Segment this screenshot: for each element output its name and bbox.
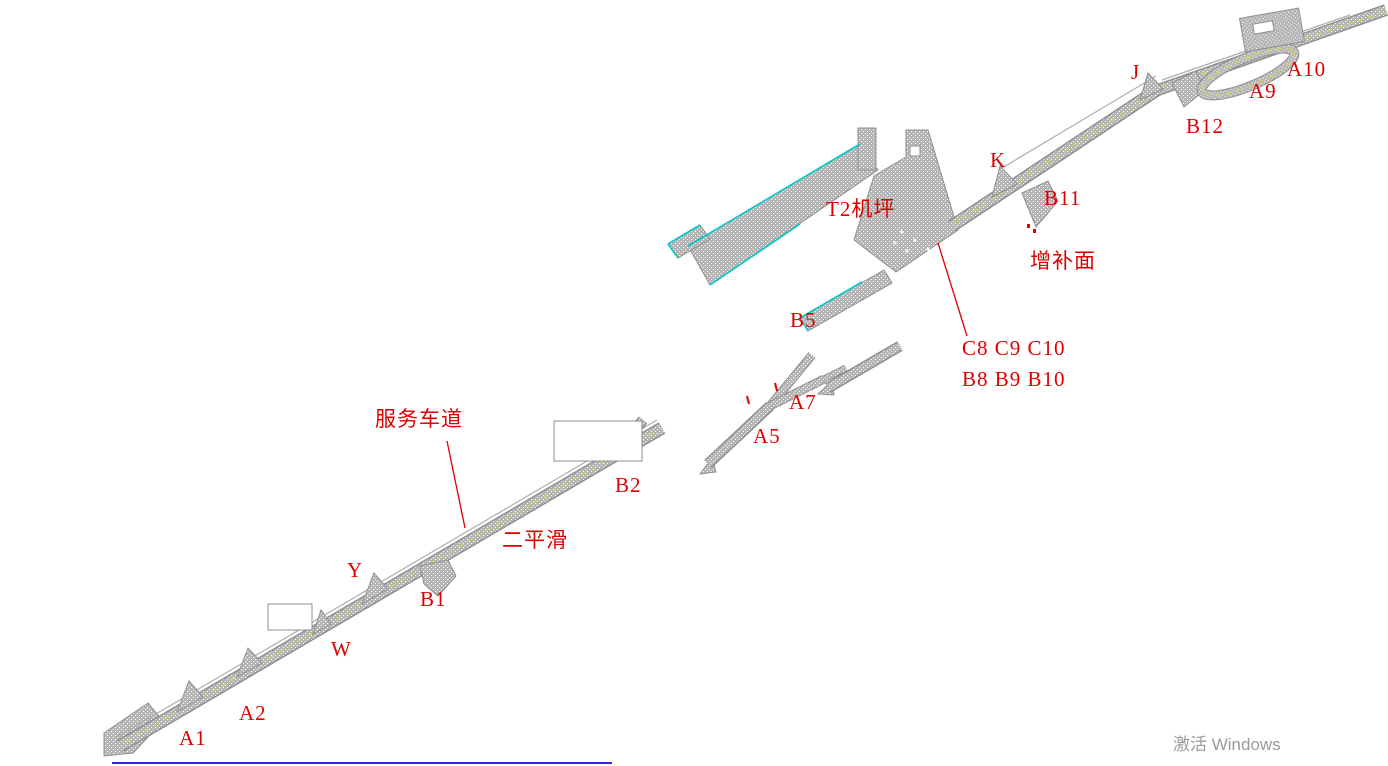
connector-j: [1139, 72, 1164, 101]
red-leaders: [446, 242, 968, 529]
leader-stands-c8: [937, 242, 968, 337]
red-marker-zengbumian-2: [1033, 229, 1036, 233]
pad-top-right: [1238, 7, 1306, 53]
leader-service-road: [446, 440, 466, 529]
label-w: W: [331, 637, 352, 661]
label-stands-b8-b9-b10: B8 B9 B10: [962, 367, 1066, 391]
taxiway-main-sw: [103, 419, 666, 757]
connector-w: [312, 608, 332, 636]
label-j: J: [1131, 60, 1141, 84]
label-a10: A10: [1287, 57, 1327, 81]
connector-a1: [176, 680, 204, 714]
red-marker-a5: [746, 395, 750, 405]
label-a9: A9: [1249, 79, 1277, 103]
label-b5: B5: [790, 308, 817, 332]
connector-y: [361, 572, 389, 606]
holding-area-outline-2: [553, 420, 643, 462]
connector-a2: [236, 647, 263, 679]
label-a5: A5: [753, 424, 781, 448]
service-road-line: [114, 419, 658, 739]
taxiway-ne: [948, 75, 1164, 233]
loop-a9-a10: [1196, 43, 1300, 101]
label-stands-c8-c9-c10: C8 C9 C10: [962, 336, 1066, 360]
apron-notch-square: [909, 145, 921, 157]
label-b2: B2: [615, 473, 642, 497]
label-b11: B11: [1044, 186, 1082, 210]
red-marker-zengbumian-1: [1027, 224, 1030, 228]
label-a7: A7: [789, 390, 817, 414]
connectors-main: [176, 416, 648, 714]
connector-b11: [1021, 180, 1059, 228]
label-supplement-area: 增补面: [1030, 249, 1096, 273]
red-marker-a7: [774, 382, 778, 392]
label-a1: A1: [179, 726, 207, 750]
taxiway-mid-band: [816, 341, 903, 396]
label-y: Y: [347, 558, 364, 582]
taxiway-far-ne: [1139, 4, 1388, 108]
label-parallel-taxiway-2: 二平滑: [502, 528, 568, 552]
connector-b1: [419, 559, 457, 597]
apron-t2: [667, 127, 959, 332]
label-b1: B1: [420, 587, 447, 611]
connector-k: [991, 164, 1018, 198]
ramp-a5-a7: [698, 352, 848, 475]
label-service-road: 服务车道: [375, 407, 463, 431]
label-k: K: [990, 148, 1007, 172]
windows-activation-watermark: 激活 Windows: [1173, 735, 1281, 754]
label-b12: B12: [1186, 114, 1225, 138]
label-t2-apron: T2机坪: [826, 197, 896, 221]
holding-area-outline-1: [267, 603, 313, 631]
label-a2: A2: [239, 701, 267, 725]
